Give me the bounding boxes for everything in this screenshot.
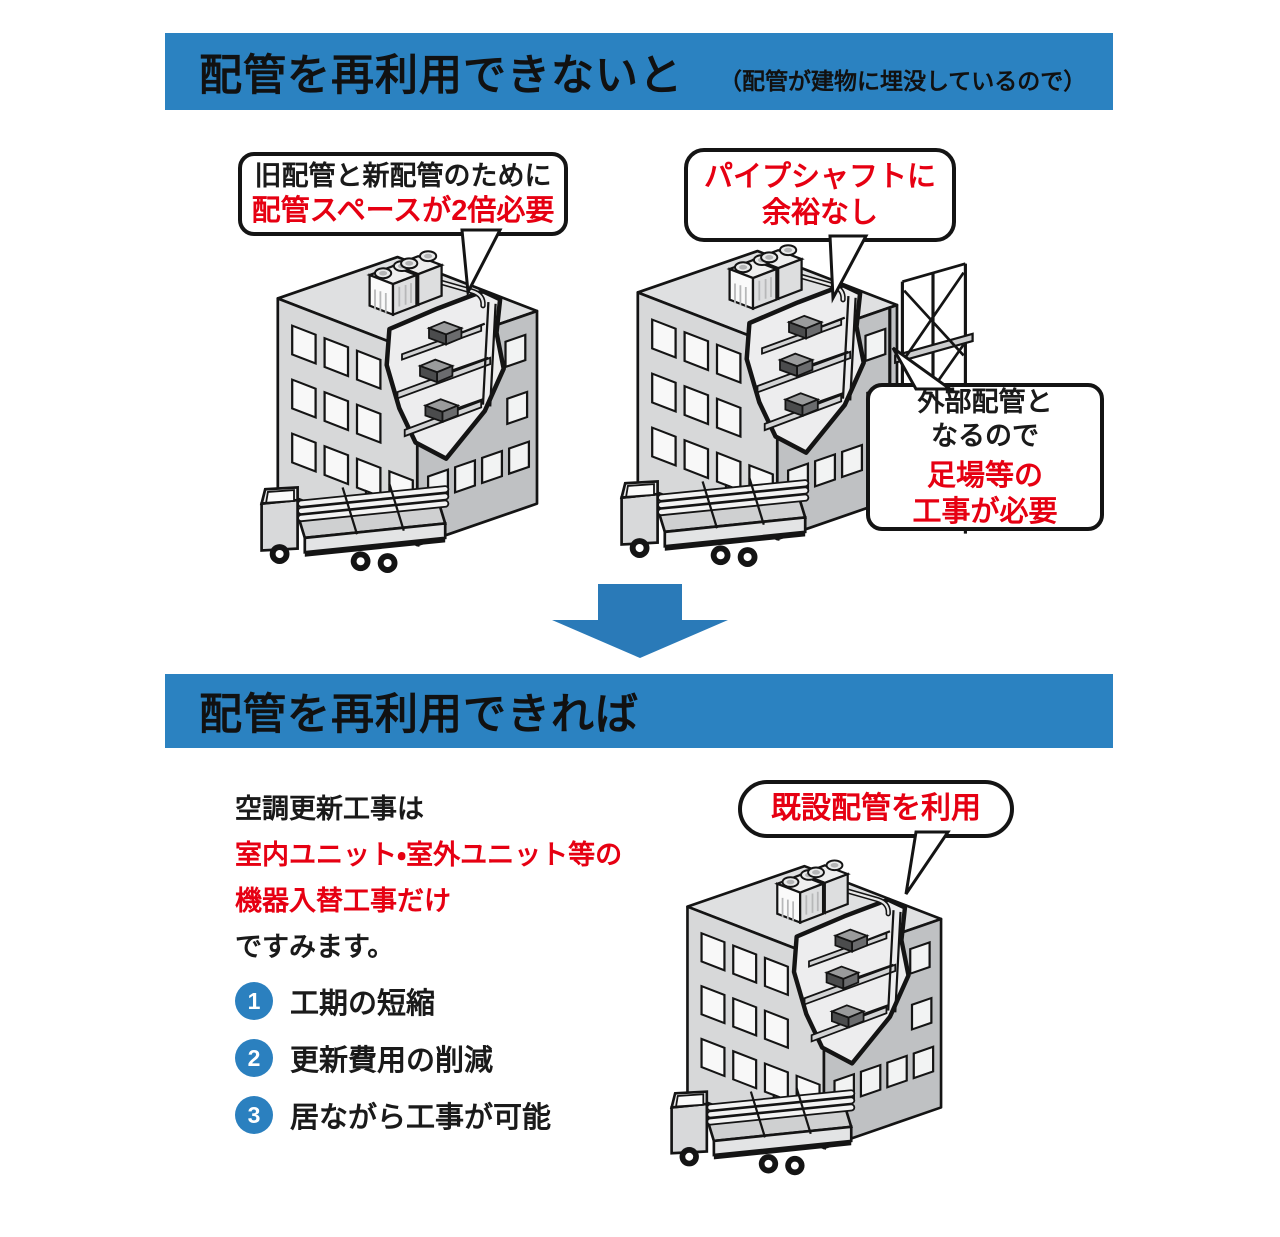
solution-paragraph: 空調更新工事は 室内ユニット・室外ユニット等の 機器入替工事だけ ですみます。	[235, 786, 622, 970]
benefit-item-3: 3 居ながら工事が可能	[235, 1094, 551, 1136]
section-problem-header: 配管を再利用できないと （配管が建物に埋没しているので）	[165, 33, 1113, 110]
benefits-list: 1 工期の短縮 2 更新費用の削減 3 居ながら工事が可能	[235, 980, 551, 1151]
paragraph-line2: 室内ユニット・室外ユニット等の	[235, 840, 623, 870]
callout-existing-pipes-text: 既設配管を利用	[771, 792, 981, 825]
callout-pipe-shaft-line2: 余裕なし	[761, 197, 878, 229]
benefit-number-badge-2: 2	[235, 1039, 273, 1077]
building-illustration-left	[258, 228, 636, 575]
paragraph-line1: 空調更新工事は	[235, 794, 424, 824]
section-problem-subtitle: （配管が建物に埋没しているので）	[719, 67, 1087, 94]
section-solution-header: 配管を再利用できれば	[165, 674, 1113, 748]
callout-existing-pipes: 既設配管を利用	[738, 780, 1014, 838]
section-problem-title: 配管を再利用できないと	[199, 51, 683, 100]
callout-pipe-shaft-line1: パイプシャフトに	[703, 161, 936, 193]
benefit-item-2: 2 更新費用の削減	[235, 1037, 551, 1079]
building-illustration-bottom	[668, 838, 1038, 1177]
callout-pipe-space: 旧配管と新配管のために 配管スペースが2倍必要	[238, 152, 568, 236]
down-arrow-icon	[552, 584, 728, 658]
benefit-number-badge-3: 3	[235, 1096, 273, 1134]
benefit-label-2: 更新費用の削減	[290, 1045, 494, 1077]
callout-external-piping-line2: なるので	[931, 420, 1039, 451]
benefit-label-1: 工期の短縮	[290, 988, 436, 1020]
callout-pipe-space-line1: 旧配管と新配管のために	[254, 161, 552, 191]
section-solution-title: 配管を再利用できれば	[199, 691, 639, 739]
callout-pipe-space-line2: 配管スペースが2倍必要	[251, 195, 555, 227]
callout-pipe-shaft: パイプシャフトに 余裕なし	[684, 148, 956, 242]
benefit-number-badge-1: 1	[235, 982, 273, 1020]
callout-external-piping-line1: 外部配管と	[917, 386, 1053, 417]
paragraph-line4: ですみます。	[235, 932, 395, 962]
benefit-label-3: 居ながら工事が可能	[290, 1102, 552, 1134]
paragraph-line3: 機器入替工事だけ	[235, 886, 451, 916]
callout-external-piping-line4: 工事が必要	[912, 495, 1058, 528]
callout-external-piping: 外部配管と なるので 足場等の 工事が必要	[866, 383, 1104, 531]
benefit-item-1: 1 工期の短縮	[235, 980, 551, 1022]
callout-external-piping-line3: 足場等の	[926, 459, 1043, 492]
